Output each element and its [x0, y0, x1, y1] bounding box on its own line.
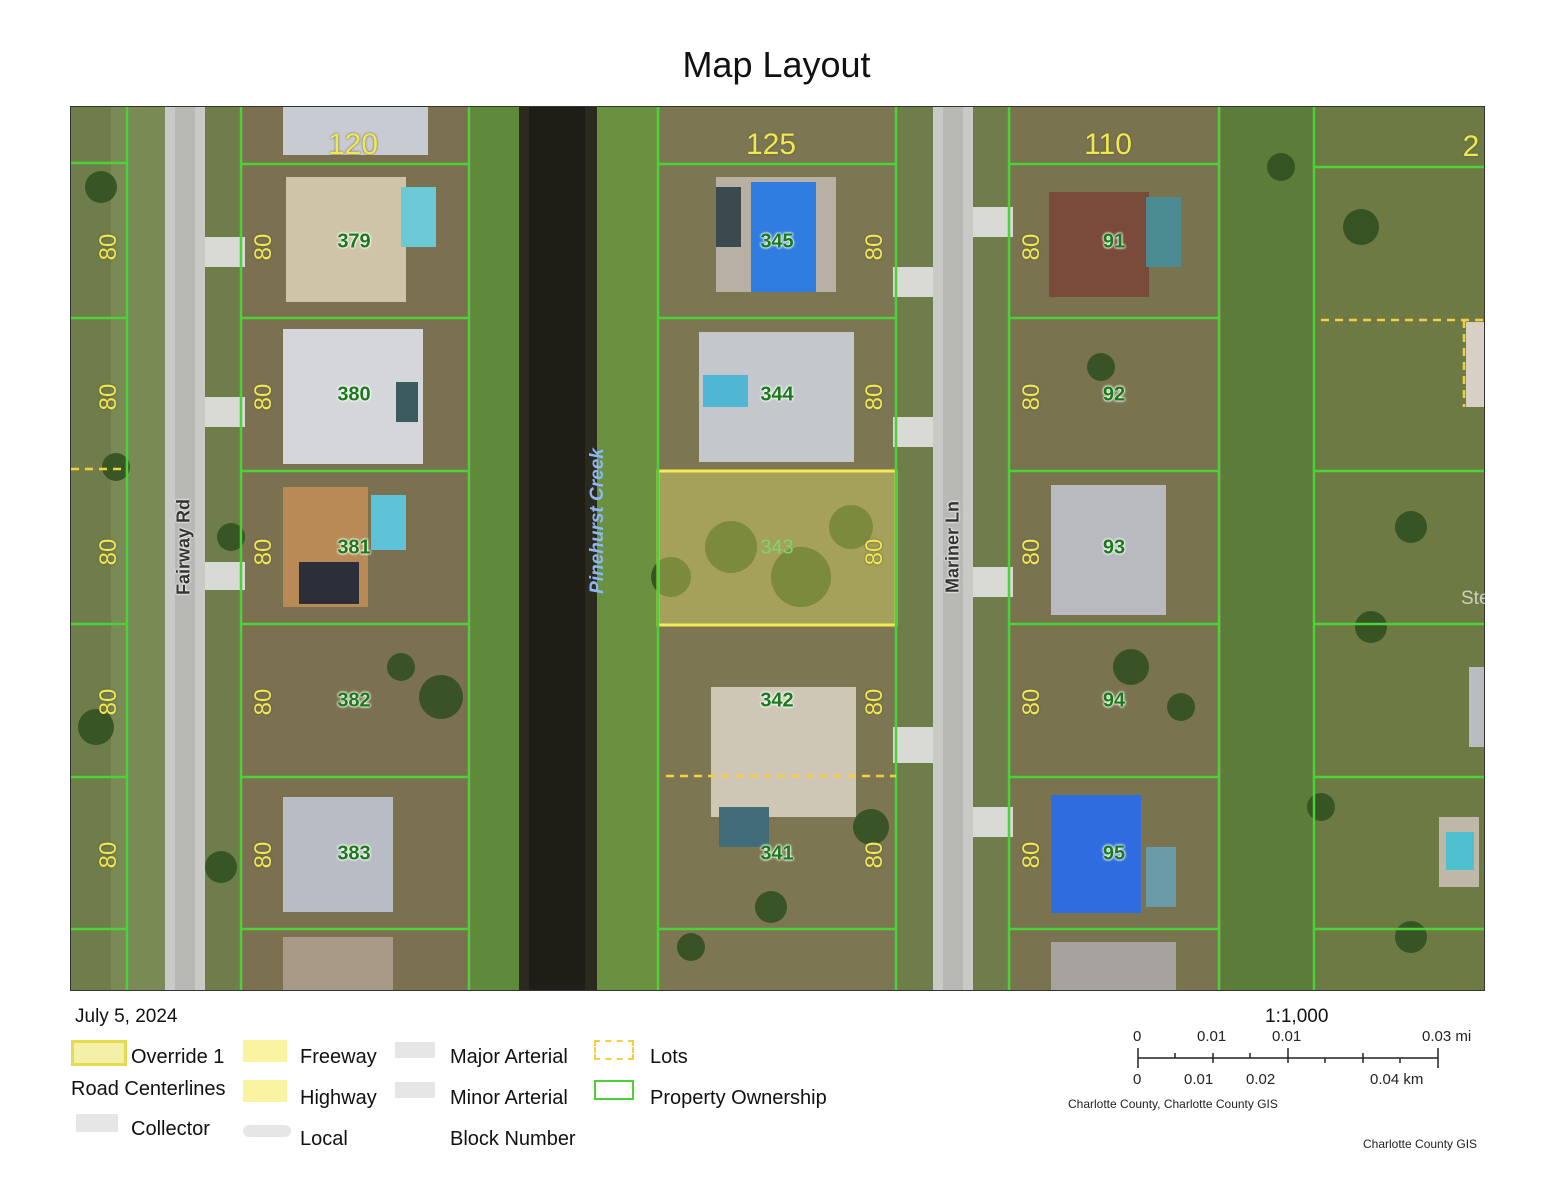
collector-swatch — [76, 1114, 118, 1132]
lot-width-label: 80 — [250, 538, 277, 566]
map-canvas — [71, 107, 1484, 990]
lot-label-94: 94 — [1102, 689, 1126, 712]
block-number-middle: 125 — [745, 128, 797, 161]
lot-width-label: 80 — [95, 233, 122, 261]
property-ownership-lines — [71, 107, 1484, 990]
lot-width-label: 80 — [1018, 538, 1045, 566]
road-label-mariner: Mariner Ln — [942, 500, 963, 594]
lot-width-label: 80 — [250, 233, 277, 261]
road-label-fairway: Fairway Rd — [173, 498, 194, 596]
lot-label-92: 92 — [1102, 383, 1126, 406]
block-number-far-right: 2 — [1462, 130, 1480, 163]
lot-label-95: 95 — [1102, 842, 1126, 865]
lot-width-label: 80 — [1018, 841, 1045, 869]
watermark: StellarMLS — [1461, 588, 1553, 609]
freeway-swatch — [243, 1040, 287, 1062]
highway-swatch — [243, 1080, 287, 1102]
lot-label-379: 379 — [337, 230, 371, 253]
scale-bar — [1137, 1048, 1439, 1068]
legend-property-ownership: Property Ownership — [650, 1087, 827, 1109]
map-date: July 5, 2024 — [75, 1006, 178, 1027]
lot-label-91: 91 — [1102, 230, 1126, 253]
scale-km-1: 0.01 — [1184, 1071, 1214, 1088]
lot-label-344: 344 — [760, 383, 794, 406]
scale-mi-0: 0 — [1133, 1028, 1142, 1045]
lot-width-label: 80 — [861, 233, 888, 261]
lot-label-343: 343 — [760, 536, 794, 559]
lot-width-label: 80 — [861, 538, 888, 566]
legend-freeway: Freeway — [300, 1046, 377, 1068]
legend-override: Override 1 — [131, 1046, 225, 1068]
legend-major-arterial: Major Arterial — [450, 1046, 568, 1068]
legend-minor-arterial: Minor Arterial — [450, 1087, 568, 1109]
lot-width-label: 80 — [1018, 688, 1045, 716]
legend-local: Local — [300, 1128, 348, 1150]
lot-label-382: 382 — [337, 689, 371, 712]
scale-km-3: 0.04 km — [1370, 1071, 1424, 1088]
lot-width-label: 80 — [250, 383, 277, 411]
lot-width-label: 80 — [95, 841, 122, 869]
lot-width-label: 80 — [95, 538, 122, 566]
lot-width-label: 80 — [250, 688, 277, 716]
lot-label-383: 383 — [337, 842, 371, 865]
lots-swatch — [594, 1040, 634, 1060]
aerial-map[interactable]: 379 380 381 382 383 345 344 343 342 341 91 92 93 94 95… — [70, 106, 1485, 991]
lot-width-label: 80 — [250, 841, 277, 869]
credit-source: Charlotte County, Charlotte County GIS — [1068, 1097, 1278, 1111]
credit-footer: Charlotte County GIS — [1363, 1137, 1478, 1151]
map-title: Map Layout — [682, 44, 871, 85]
local-swatch — [243, 1125, 291, 1137]
lot-width-label: 80 — [1018, 383, 1045, 411]
lot-label-381: 381 — [337, 536, 371, 559]
legend-road-centerlines: Road Centerlines — [71, 1078, 226, 1100]
lot-label-342: 342 — [760, 689, 794, 712]
minor-arterial-swatch — [395, 1082, 435, 1098]
legend-block-number: Block Number — [450, 1128, 576, 1150]
major-arterial-swatch — [395, 1042, 435, 1058]
legend-lots: Lots — [650, 1046, 688, 1068]
lot-width-label: 80 — [95, 688, 122, 716]
property-ownership-swatch — [594, 1080, 634, 1100]
selected-parcel-highlight — [656, 469, 898, 627]
lot-label-380: 380 — [337, 383, 371, 406]
lot-width-label: 80 — [95, 383, 122, 411]
override-swatch — [71, 1040, 127, 1066]
lot-width-label: 80 — [861, 688, 888, 716]
scale-mi-1: 0.01 — [1197, 1028, 1227, 1045]
legend-highway: Highway — [300, 1087, 377, 1109]
lot-label-93: 93 — [1102, 536, 1126, 559]
scale-ratio: 1:1,000 — [1265, 1006, 1329, 1027]
scale-mi-3: 0.03 mi — [1422, 1028, 1472, 1045]
scale-km-2: 0.02 — [1246, 1071, 1276, 1088]
lot-label-341: 341 — [760, 842, 794, 865]
lot-width-label: 80 — [1018, 233, 1045, 261]
block-number-right: 110 — [1084, 128, 1132, 161]
block-number-left: 120 — [327, 128, 379, 161]
lot-width-label: 80 — [861, 383, 888, 411]
lots-lines — [71, 318, 1484, 778]
legend-collector: Collector — [131, 1118, 210, 1140]
lot-label-345: 345 — [760, 230, 794, 253]
lot-width-label: 80 — [861, 841, 888, 869]
creek-label: Pinehurst Creek — [587, 448, 608, 594]
scale-mi-2: 0.01 — [1272, 1028, 1302, 1045]
scale-km-0: 0 — [1133, 1071, 1142, 1088]
